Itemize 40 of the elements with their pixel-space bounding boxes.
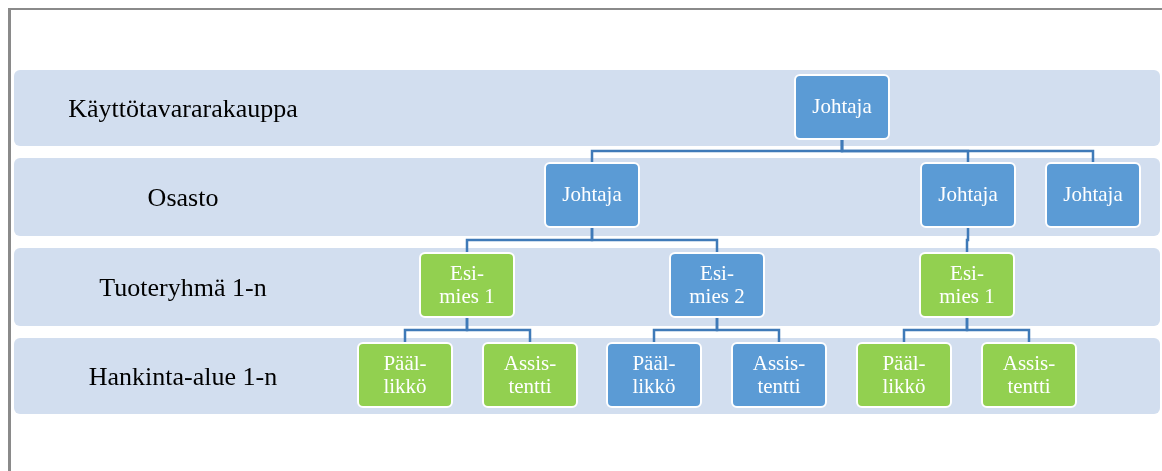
role-box	[482, 342, 578, 408]
role-label: Johtaja	[562, 183, 622, 207]
role-label: Pääl- likkö	[881, 351, 927, 399]
connector-line	[715, 318, 781, 342]
level-label: Hankinta-alue 1-n	[88, 360, 278, 393]
role-box	[731, 342, 827, 408]
connector-line	[965, 318, 1031, 342]
role-box	[419, 252, 515, 318]
role-label: Assis- tentti	[502, 351, 558, 399]
role-box	[856, 342, 952, 408]
role-box	[981, 342, 1077, 408]
connector-line	[840, 140, 1095, 162]
level-band	[14, 248, 1160, 326]
role-box	[1045, 162, 1141, 228]
connector-line	[965, 228, 970, 252]
level-label: Tuoteryhmä 1-n	[99, 271, 267, 304]
level-label: Käyttötavararakauppa	[68, 92, 298, 125]
role-box	[794, 74, 890, 140]
connector-line	[465, 318, 532, 342]
role-label: Johtaja	[938, 183, 998, 207]
role-box	[920, 162, 1016, 228]
role-box	[669, 252, 765, 318]
level-band	[14, 70, 1160, 146]
role-box	[544, 162, 640, 228]
role-box	[606, 342, 702, 408]
role-label: Pääl- likkö	[631, 351, 677, 399]
role-label: Assis- tentti	[751, 351, 807, 399]
level-band	[14, 338, 1160, 414]
role-label: Esi- mies 1	[438, 261, 496, 309]
role-label: Johtaja	[812, 95, 872, 119]
role-label: Assis- tentti	[1001, 351, 1057, 399]
level-band	[14, 158, 1160, 236]
connector-line	[590, 228, 719, 252]
role-label: Pääl- likkö	[382, 351, 428, 399]
role-label: Esi- mies 1	[938, 261, 996, 309]
level-label: Osasto	[147, 181, 219, 214]
role-box	[919, 252, 1015, 318]
role-box	[357, 342, 453, 408]
role-label: Esi- mies 2	[688, 261, 746, 309]
role-label: Johtaja	[1063, 183, 1123, 207]
